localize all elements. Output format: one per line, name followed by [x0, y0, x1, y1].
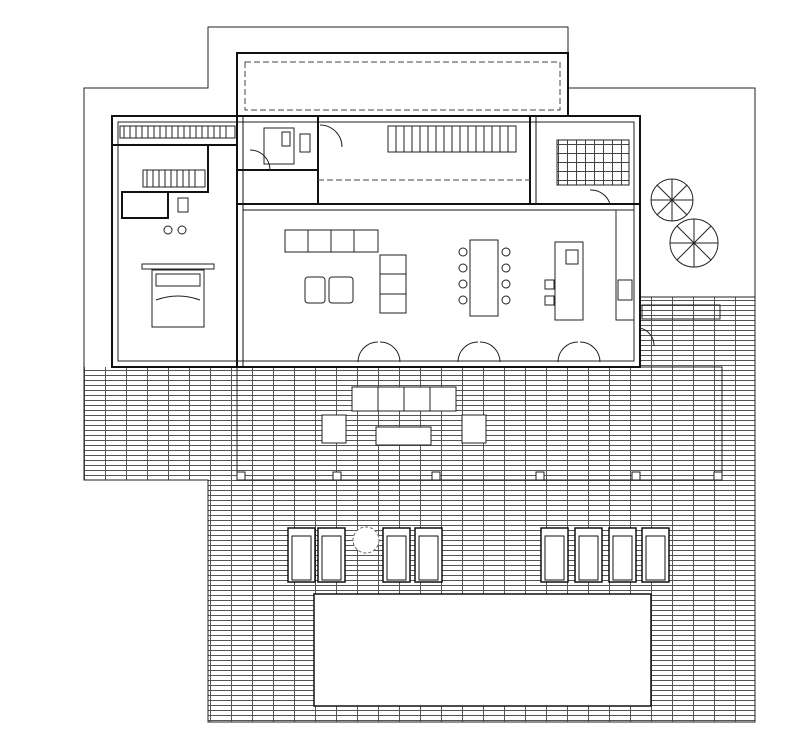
- bar-stool: [544, 295, 555, 306]
- tiled-utility-floor: [556, 139, 630, 186]
- sofa-side: [379, 254, 407, 314]
- outdoor-armchair: [321, 414, 347, 444]
- armchair: [328, 276, 354, 304]
- wc: [263, 127, 295, 165]
- dining-chairs: [458, 247, 511, 305]
- terrace-doors: [357, 341, 601, 363]
- building-walls: [111, 115, 641, 368]
- sun-lounger: [574, 527, 603, 583]
- sofa: [284, 229, 379, 253]
- swimming-pool: [313, 593, 652, 707]
- outdoor-armchair: [461, 414, 487, 444]
- tree: [669, 218, 719, 268]
- tree: [650, 178, 694, 222]
- interior-walls: [112, 116, 640, 367]
- site-boundary: [83, 26, 756, 480]
- coffee-table: [375, 426, 432, 446]
- door-swing: [249, 149, 271, 171]
- bathtub: [121, 191, 169, 219]
- sun-lounger: [641, 527, 670, 583]
- toilet: [177, 197, 189, 213]
- bed: [141, 263, 215, 328]
- outdoor-sofa: [351, 386, 457, 412]
- dining-table: [469, 239, 499, 317]
- side-table: [352, 526, 380, 554]
- armchair: [304, 276, 326, 304]
- sun-lounger: [287, 527, 316, 583]
- kitchen-counter: [615, 209, 635, 321]
- sink: [163, 225, 173, 235]
- staircase: [318, 125, 530, 181]
- sun-loungers: [287, 527, 670, 583]
- sun-lounger: [540, 527, 569, 583]
- sun-lounger: [414, 527, 443, 583]
- sun-lounger: [317, 527, 346, 583]
- sun-lounger: [382, 527, 411, 583]
- sun-lounger: [608, 527, 637, 583]
- terrace-columns: [236, 471, 723, 481]
- bar-stool: [544, 279, 555, 290]
- kitchen-island: [554, 241, 584, 321]
